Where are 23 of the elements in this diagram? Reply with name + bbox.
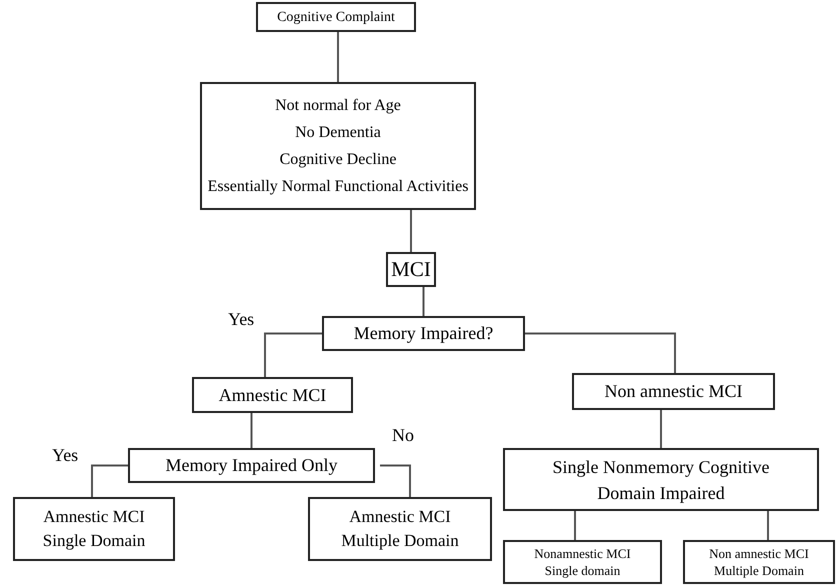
flowchart-box: Not normal for Age No Dementia Cognitive Decline Essentially Normal Functional Activities	[200, 82, 476, 210]
flowchart-box: Memory Impaired?	[322, 316, 525, 351]
flowchart-box: Amnestic MCI Single Domain	[13, 497, 175, 561]
flowchart-box: Cognitive Complaint	[256, 2, 416, 32]
connector-line	[410, 210, 412, 252]
connector-line	[250, 413, 252, 448]
flowchart-box: Non amnestic MCI	[572, 373, 775, 410]
flowchart-box: Single Nonmemory Cognitive Domain Impaired	[503, 448, 819, 511]
connector-line	[91, 464, 128, 497]
flowchart-box: Non amnestic MCI Multiple Domain	[683, 540, 835, 584]
flowchart-box: Nonamnestic MCI Single domain	[503, 540, 662, 584]
flowchart-box: Amnestic MCI	[192, 377, 353, 413]
flowchart-box: Amnestic MCI Multiple Domain	[308, 497, 492, 561]
flowchart-box: MCI	[386, 252, 436, 287]
connector-line	[574, 511, 576, 540]
connector-line	[422, 287, 424, 316]
connector-line	[660, 410, 662, 448]
connector-line	[264, 332, 322, 377]
connector-line	[380, 464, 411, 497]
connector-line	[337, 32, 339, 82]
connector-line	[525, 332, 676, 373]
connector-line	[767, 511, 769, 540]
flowchart-box: Memory Impaired Only	[128, 448, 375, 483]
